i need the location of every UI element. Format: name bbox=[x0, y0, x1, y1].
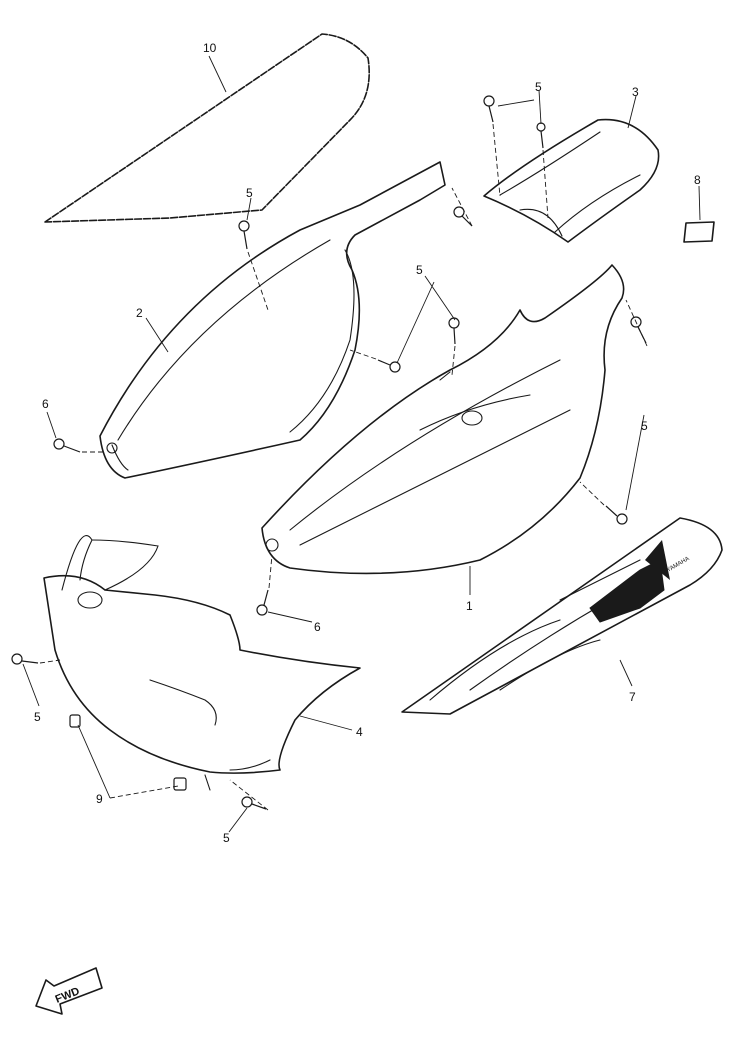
fastener-screw bbox=[53, 438, 81, 453]
part-2-side-cover-left bbox=[99, 161, 446, 479]
callout-6-center: 6 bbox=[314, 620, 321, 634]
callout-5-bottom: 5 bbox=[223, 831, 230, 845]
callout-2: 2 bbox=[136, 306, 143, 320]
part-7-graphic-decal: YAMAHA bbox=[401, 517, 723, 715]
fastener-clip bbox=[69, 714, 81, 728]
fastener-screw bbox=[256, 589, 269, 616]
callout-4: 4 bbox=[356, 725, 363, 739]
fwd-arrow-icon: FWD bbox=[35, 967, 103, 1015]
fastener-screw bbox=[483, 95, 495, 123]
callout-8: 8 bbox=[694, 173, 701, 187]
fastener-screw bbox=[448, 317, 460, 345]
fastener-screw bbox=[536, 122, 546, 149]
callout-10: 10 bbox=[203, 41, 217, 55]
callout-6-left: 6 bbox=[42, 397, 49, 411]
fastener-screw bbox=[241, 796, 267, 810]
fastener-screw bbox=[11, 653, 39, 665]
callout-3: 3 bbox=[632, 85, 639, 99]
leader-lines bbox=[22, 55, 701, 833]
fastener-clip bbox=[173, 777, 187, 791]
callout-labels: 10 5 3 8 2 5 6 1 5 6 7 5 4 9 5 5 bbox=[34, 41, 701, 845]
fastener-screw bbox=[605, 505, 628, 525]
part-3-tail-cover bbox=[483, 118, 660, 243]
callout-5-top-right: 5 bbox=[535, 80, 542, 94]
part-4-front-lower-cover bbox=[43, 535, 361, 791]
fastener-screw bbox=[453, 206, 473, 227]
callout-5-upper-left: 5 bbox=[246, 186, 253, 200]
callout-1: 1 bbox=[466, 599, 473, 613]
callout-7: 7 bbox=[629, 690, 636, 704]
part-10-seat-cover bbox=[44, 33, 370, 223]
callout-5-lower-left: 5 bbox=[34, 710, 41, 724]
callout-5-middle: 5 bbox=[416, 263, 423, 277]
callout-5-right: 5 bbox=[641, 419, 648, 433]
fastener-screw bbox=[238, 220, 250, 250]
fastener-screw bbox=[630, 316, 647, 344]
fastener-screw bbox=[377, 359, 401, 373]
callout-9: 9 bbox=[96, 792, 103, 806]
part-1-side-cover-main bbox=[261, 264, 625, 575]
part-8-decal bbox=[683, 221, 715, 243]
